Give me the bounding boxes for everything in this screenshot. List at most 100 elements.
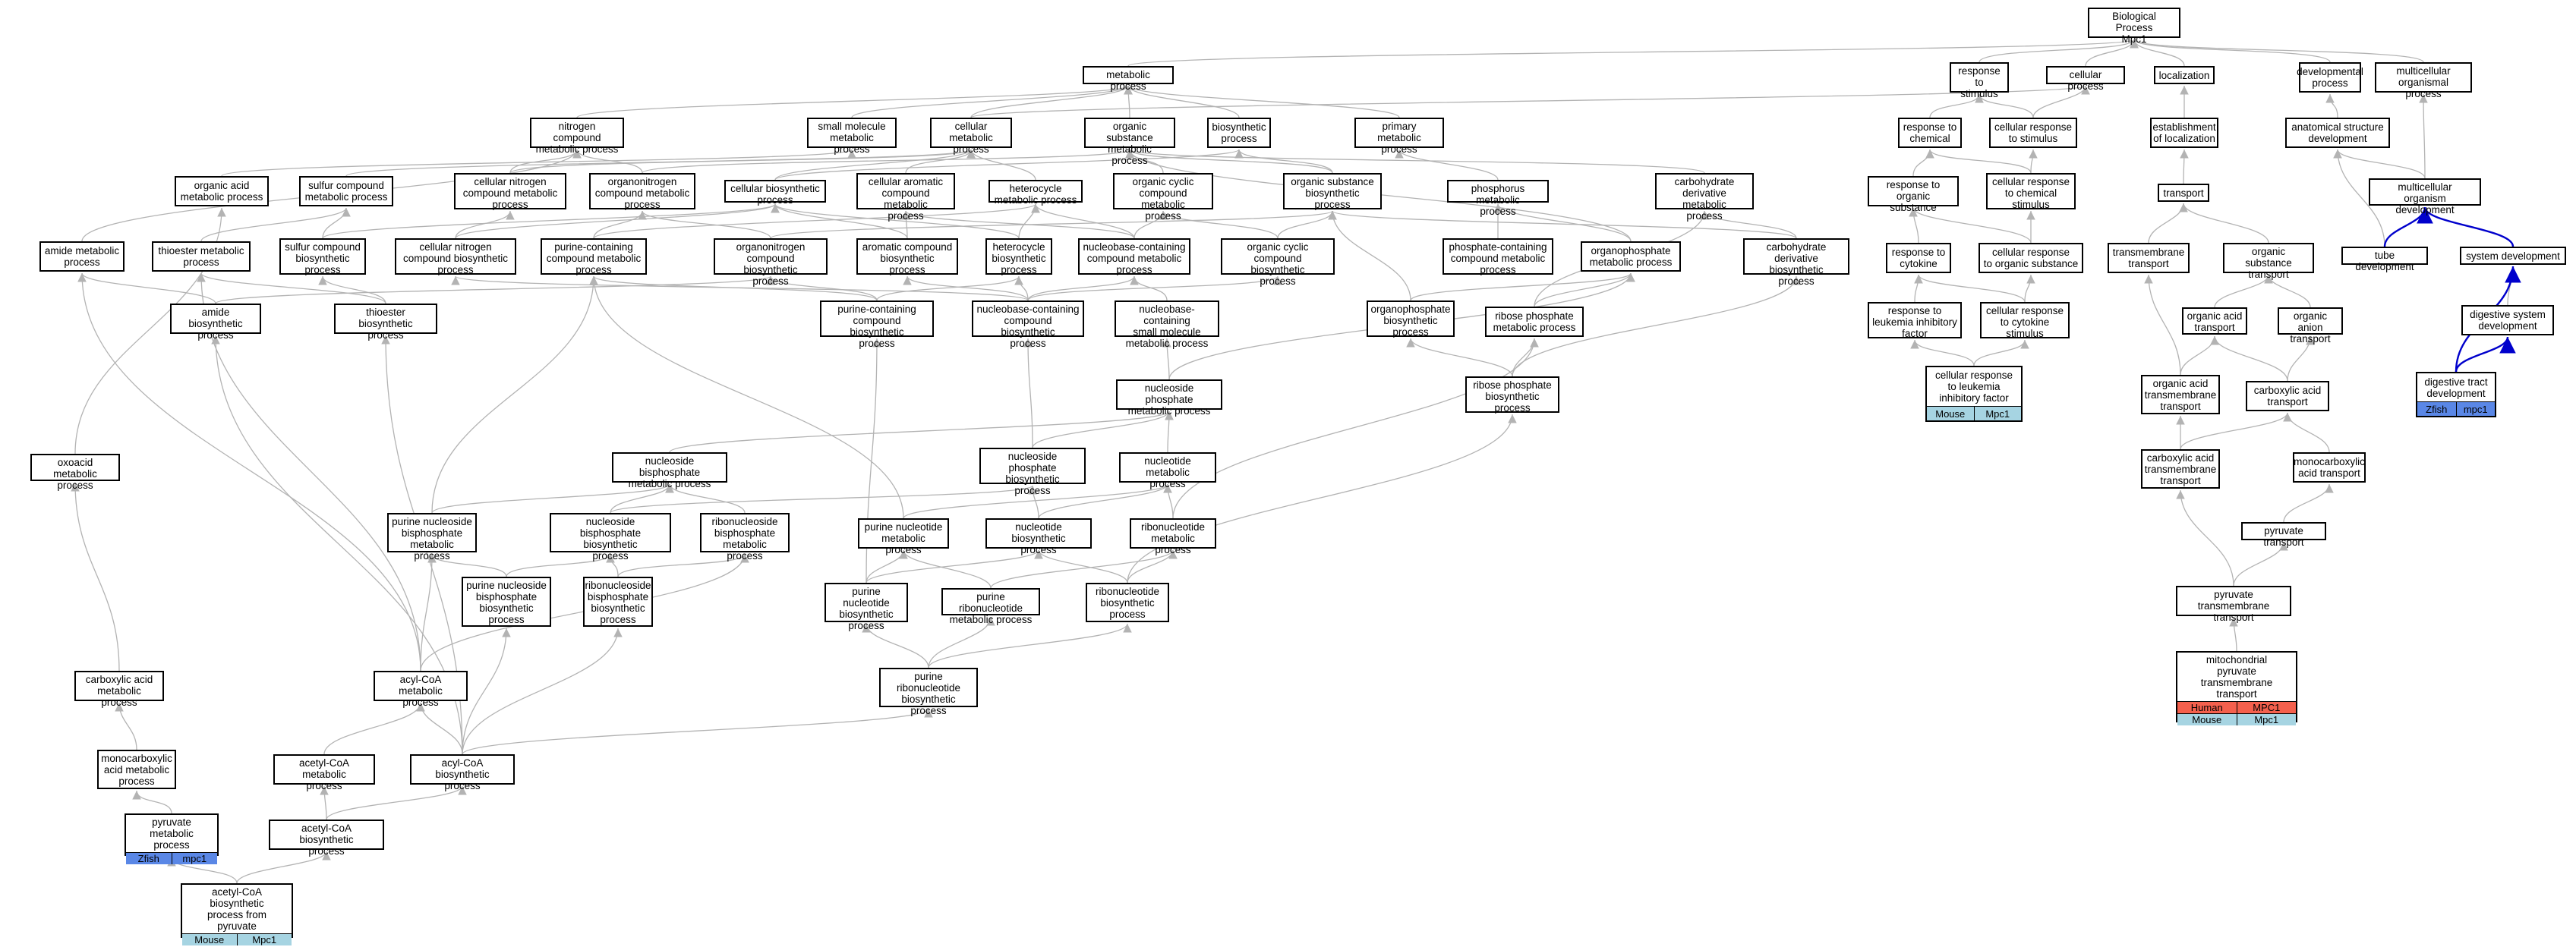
- go-term-cell-metab[interactable]: cellular metabolic process: [930, 118, 1012, 155]
- go-term-heterocycle-metab[interactable]: heterocycle metabolic process: [988, 180, 1083, 206]
- go-term-mito-pyruvate[interactable]: mitochondrial pyruvate transmembrane tra…: [2176, 651, 2297, 725]
- go-term-purine-nucleoside-bisphos-metab[interactable]: purine nucleoside bisphosphate metabolic…: [387, 513, 477, 562]
- go-term-cell-resp-stim[interactable]: cellular response to stimulus: [1989, 118, 2077, 148]
- go-term-transmembrane-transport[interactable]: transmembrane transport: [2108, 243, 2190, 273]
- go-term-organophosphate-metab[interactable]: organophosphate metabolic process: [1581, 241, 1681, 272]
- go-term-nucleobase-small-metab[interactable]: nucleobase-containing small molecule met…: [1115, 300, 1219, 349]
- is-a-edge: [1159, 210, 1279, 239]
- go-term-organic-acid-transport[interactable]: organic acid transport: [2182, 307, 2247, 335]
- go-term-oxoacid-metab[interactable]: oxoacid metabolic process: [30, 454, 120, 491]
- go-term-heterocycle-biosynth[interactable]: heterocycle biosynthetic process: [985, 238, 1052, 275]
- go-term-resp-org-subst[interactable]: response to organic substance: [1868, 176, 1959, 213]
- go-term-purine-ribonucleotide-biosynth[interactable]: purine ribonucleotide biosynthetic proce…: [879, 668, 978, 716]
- go-term-nucleotide-metab[interactable]: nucleotide metabolic process: [1119, 452, 1216, 489]
- go-term-acetyl-coa-metab[interactable]: acetyl-CoA metabolic process: [273, 754, 375, 791]
- go-term-acyl-coa-metab[interactable]: acyl-CoA metabolic process: [374, 671, 468, 708]
- go-term-biosynth[interactable]: biosynthetic process: [1207, 118, 1271, 148]
- go-term-organonitrogen-metab[interactable]: organonitrogen compound metabolic proces…: [589, 173, 695, 210]
- go-term-primary-metab[interactable]: primary metabolic process: [1354, 118, 1444, 155]
- go-term-estab-loc[interactable]: establishment of localization: [2150, 118, 2218, 148]
- go-term-carboxylic-transmembrane[interactable]: carboxylic acid transmembrane transport: [2141, 449, 2220, 489]
- go-term-purine-ribonucleotide-metab[interactable]: purine ribonucleotide metabolic process: [941, 588, 1040, 625]
- go-term-purine-cont-metab[interactable]: purine-containing compound metabolic pro…: [541, 238, 647, 275]
- go-term-carboxylic-acid-transport[interactable]: carboxylic acid transport: [2246, 381, 2329, 411]
- go-term-ribose-phos-metab[interactable]: ribose phosphate metabolic process: [1485, 307, 1584, 337]
- go-term-cellular-proc[interactable]: cellular process: [2046, 66, 2125, 92]
- go-term-phosphorus-metab[interactable]: phosphorus metabolic process: [1447, 180, 1549, 217]
- go-term-acetyl-coa-from-pyruvate[interactable]: acetyl-CoA biosynthetic process from pyr…: [181, 883, 293, 945]
- go-term-metabolic[interactable]: metabolic process: [1083, 66, 1174, 92]
- go-term-pyruvate-transport[interactable]: pyruvate transport: [2241, 522, 2326, 548]
- go-term-ribose-phos-biosynth[interactable]: ribose phosphate biosynthetic process: [1465, 376, 1559, 414]
- go-term-system-dev[interactable]: system development: [2460, 247, 2566, 265]
- go-term-cell-resp-chem[interactable]: cellular response to chemical stimulus: [1986, 173, 2076, 210]
- go-term-anat-struct[interactable]: anatomical structure development: [2285, 118, 2390, 148]
- go-term-multicell-dev[interactable]: multicellular organism development: [2369, 178, 2481, 216]
- go-term-monocarboxylic-metab[interactable]: monocarboxylic acid metabolic process: [97, 750, 176, 789]
- go-term-multicell-org[interactable]: multicellular organismal process: [2375, 62, 2472, 99]
- go-term-org-subst-metab[interactable]: organic substance metabolic process: [1084, 118, 1175, 166]
- go-term-acetyl-coa-biosynth[interactable]: acetyl-CoA biosynthetic process: [269, 820, 384, 857]
- go-term-cell-nitrogen-biosynth[interactable]: cellular nitrogen compound biosynthetic …: [395, 238, 516, 275]
- go-term-cell-resp-cytokine[interactable]: cellular response to cytokine stimulus: [1980, 302, 2070, 339]
- is-a-edge: [326, 785, 467, 820]
- go-term-transport[interactable]: transport: [2158, 184, 2209, 202]
- go-term-ribonucleotide-metab[interactable]: ribonucleotide metabolic process: [1130, 518, 1216, 555]
- go-term-carb-deriv-metab[interactable]: carbohydrate derivative metabolic proces…: [1655, 173, 1754, 222]
- go-term-nucleoside-phos-metab[interactable]: nucleoside phosphate metabolic process: [1116, 379, 1222, 417]
- go-term-aromatic-biosynth[interactable]: aromatic compound biosynthetic process: [856, 238, 958, 275]
- go-term-ribonucleoside-bisphos-biosynth[interactable]: ribonucleoside bisphosphate biosynthetic…: [583, 577, 653, 627]
- go-term-thioester-metab[interactable]: thioester metabolic process: [152, 241, 251, 272]
- go-term-carboxylic-acid-metab[interactable]: carboxylic acid metabolic process: [74, 671, 164, 708]
- go-term-thioester-biosynth[interactable]: thioester biosynthetic process: [334, 304, 437, 341]
- go-term-org-cyclic-metab[interactable]: organic cyclic compound metabolic proces…: [1113, 173, 1213, 222]
- go-term-org-subst-transport[interactable]: organic substance transport: [2223, 243, 2314, 280]
- go-term-organophosphate-biosynth[interactable]: organophosphate biosynthetic process: [1367, 300, 1455, 338]
- go-term-cell-biosynth[interactable]: cellular biosynthetic process: [724, 180, 826, 206]
- go-term-small-mol[interactable]: small molecule metabolic process: [807, 118, 897, 155]
- go-term-carb-deriv-biosynth[interactable]: carbohydrate derivative biosynthetic pro…: [1743, 238, 1849, 287]
- go-term-bp[interactable]: Biological Process Mpc1: [2088, 8, 2180, 45]
- go-term-amide-metab[interactable]: amide metabolic process: [39, 241, 125, 272]
- go-term-organic-anion-transport[interactable]: organic anion transport: [2278, 307, 2343, 345]
- go-term-org-cyclic-biosynth[interactable]: organic cyclic compound biosynthetic pro…: [1221, 238, 1335, 287]
- go-term-resp-stim[interactable]: response to stimulus: [1950, 62, 2009, 99]
- go-term-org-acid-transmembrane[interactable]: organic acid transmembrane transport: [2141, 375, 2220, 414]
- go-term-cell-resp-lif[interactable]: cellular response to leukemia inhibitory…: [1925, 366, 2023, 422]
- go-term-resp-cytokine[interactable]: response to cytokine: [1886, 243, 1951, 273]
- go-term-tube-dev[interactable]: tube development: [2341, 247, 2428, 272]
- go-term-purine-cont-biosynth[interactable]: purine-containing compound biosynthetic …: [820, 300, 934, 349]
- go-term-purine-nucleoside-bisphos-biosynth[interactable]: purine nucleoside bisphosphate biosynthe…: [462, 577, 551, 627]
- go-term-ribonucleoside-bisphos-metab[interactable]: ribonucleoside bisphosphate metabolic pr…: [700, 513, 790, 562]
- go-term-purine-nucleotide-biosynth[interactable]: purine nucleotide biosynthetic process: [825, 583, 908, 631]
- go-term-nucleobase-cont-biosynth[interactable]: nucleobase-containing compound biosynthe…: [972, 300, 1084, 349]
- go-term-resp-lif[interactable]: response to leukemia inhibitory factor: [1868, 302, 1962, 339]
- go-term-sulfur-biosynth[interactable]: sulfur compound biosynthetic process: [279, 238, 366, 275]
- go-term-nucleoside-bisphos-metab[interactable]: nucleoside bisphosphate metabolic proces…: [612, 452, 727, 489]
- go-term-ribonucleotide-biosynth[interactable]: ribonucleotide biosynthetic process: [1086, 583, 1169, 622]
- go-term-resp-chem[interactable]: response to chemical: [1898, 118, 1962, 148]
- go-term-org-acid-metab[interactable]: organic acid metabolic process: [175, 176, 269, 206]
- go-term-nucleobase-cont-metab[interactable]: nucleobase-containing compound metabolic…: [1078, 238, 1190, 275]
- go-term-monocarboxylic-transport[interactable]: monocarboxylic acid transport: [2293, 452, 2366, 483]
- go-term-developmental[interactable]: developmental process: [2297, 62, 2363, 93]
- go-term-nucleotide-biosynth[interactable]: nucleotide biosynthetic process: [985, 518, 1092, 555]
- go-term-org-subst-biosynth[interactable]: organic substance biosynthetic process: [1283, 173, 1382, 210]
- go-term-nitrogen-comp[interactable]: nitrogen compound metabolic process: [530, 118, 624, 155]
- go-term-localization[interactable]: localization: [2154, 66, 2215, 84]
- go-term-sulfur-metab[interactable]: sulfur compound metabolic process: [299, 176, 393, 206]
- go-term-acyl-coa-biosynth[interactable]: acyl-CoA biosynthetic process: [410, 754, 515, 791]
- go-term-purine-nucleotide-metab[interactable]: purine nucleotide metabolic process: [858, 518, 949, 555]
- go-term-cell-aromatic[interactable]: cellular aromatic compound metabolic pro…: [856, 173, 955, 222]
- go-term-cell-resp-org-subst[interactable]: cellular response to organic substance: [1979, 243, 2083, 273]
- go-term-organonitrogen-biosynth[interactable]: organonitrogen compound biosynthetic pro…: [714, 238, 828, 287]
- go-term-cell-nitrogen-metab[interactable]: cellular nitrogen compound metabolic pro…: [454, 173, 566, 210]
- go-term-nucleoside-bisphos-biosynth[interactable]: nucleoside bisphosphate biosynthetic pro…: [550, 513, 671, 562]
- go-term-digestive-sys-dev[interactable]: digestive system development: [2461, 305, 2554, 335]
- go-term-nucleoside-phos-biosynth[interactable]: nucleoside phosphate biosynthetic proces…: [979, 448, 1086, 496]
- go-term-pyruvate-transmembrane[interactable]: pyruvate transmembrane transport: [2176, 586, 2291, 623]
- go-term-phosphate-cont-metab[interactable]: phosphate-containing compound metabolic …: [1442, 238, 1553, 275]
- go-term-amide-biosynth[interactable]: amide biosynthetic process: [170, 304, 261, 341]
